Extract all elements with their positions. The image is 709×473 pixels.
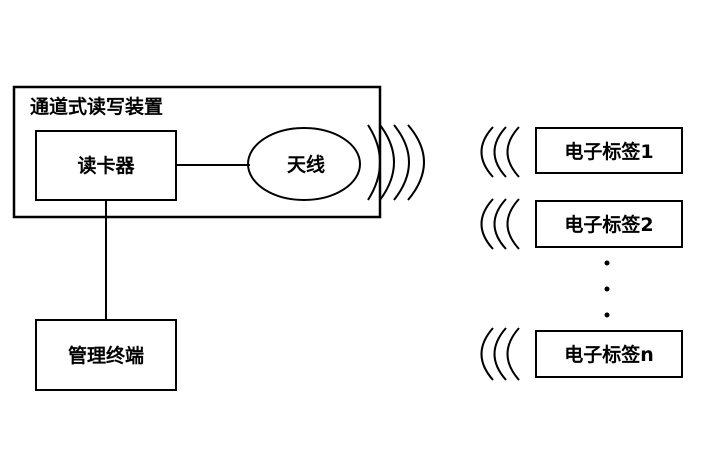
tag-2-box [535,200,683,248]
tag-2-label: 电子标签2 [564,213,653,236]
tag-1-box [535,127,683,174]
terminal-box [35,319,177,391]
tag-n-label: 电子标签n [564,343,654,366]
terminal-label: 管理终端 [68,344,144,367]
antenna-wave-icon [367,124,425,201]
tag-1-wave-icon [480,126,520,178]
device-title: 通道式读写装置 [30,95,163,118]
antenna-ellipse [247,127,361,201]
antenna-label: 天线 [287,153,325,176]
reader-label: 读卡器 [77,154,135,177]
tag-1-label: 电子标签1 [564,140,653,163]
tag-2-wave-icon [480,198,520,250]
tag-n-box [535,330,683,378]
ellipsis-dots [604,260,610,318]
tag-n-wave-icon [480,327,520,381]
